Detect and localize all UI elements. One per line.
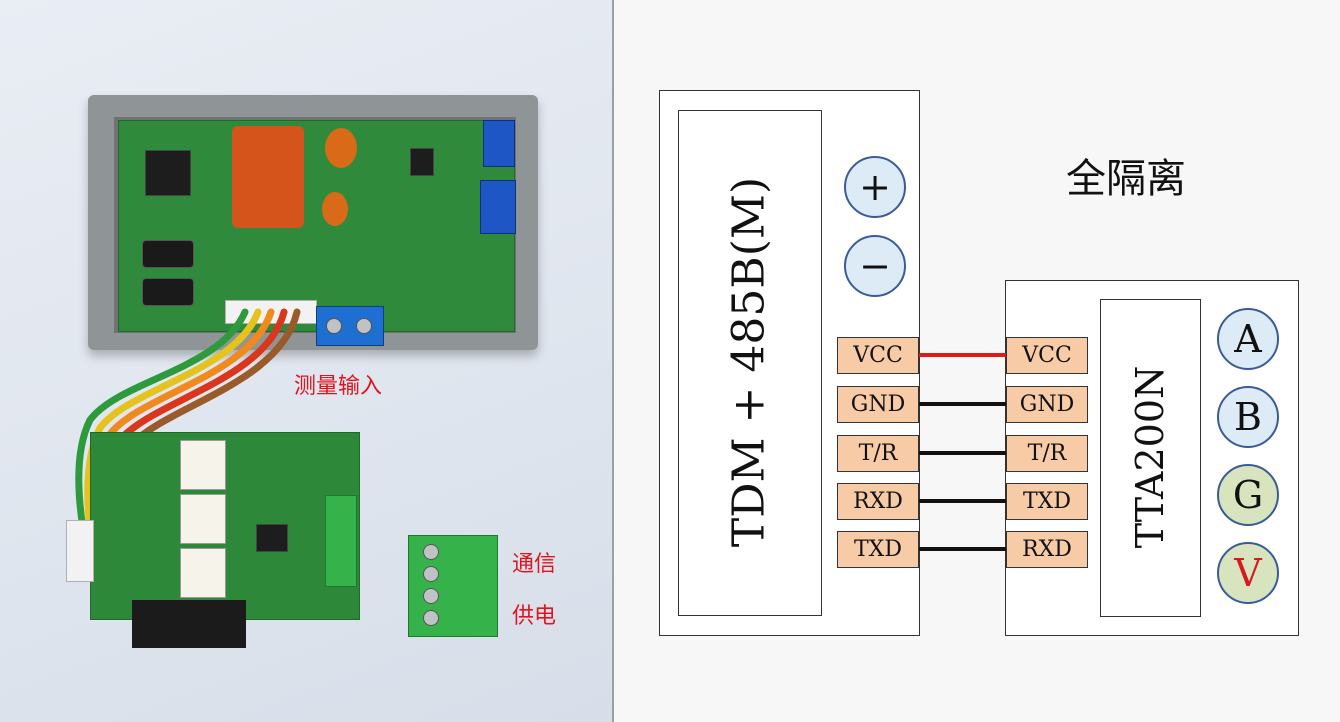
left-pin-gnd: GND bbox=[837, 386, 919, 423]
right-module-name-box bbox=[1100, 299, 1201, 617]
ic-chip bbox=[410, 148, 434, 176]
right-pin-tr: T/R bbox=[1006, 435, 1088, 472]
indicator-a: A bbox=[1217, 308, 1279, 370]
left-pin-txd: TXD bbox=[837, 531, 919, 568]
indicator-b: B bbox=[1217, 386, 1279, 448]
label-measure-input: 测量输入 bbox=[294, 374, 383, 399]
panel-divider bbox=[612, 0, 614, 722]
capacitor bbox=[325, 128, 357, 168]
left-pin-rxd: RXD bbox=[837, 483, 919, 520]
right-pin-txd: TXD bbox=[1006, 483, 1088, 520]
green-terminal-block bbox=[408, 535, 498, 637]
optocoupler bbox=[180, 440, 226, 490]
left-pin-tr: T/R bbox=[837, 435, 919, 472]
label-comm: 通信 bbox=[512, 552, 557, 577]
blue-terminal-block bbox=[316, 306, 384, 346]
bottom-connector bbox=[132, 600, 246, 648]
film-capacitor bbox=[232, 126, 304, 228]
product-photo: 测量输入 通信 供电 bbox=[0, 0, 612, 722]
power-plus-circle: + bbox=[844, 156, 906, 218]
left-pin-vcc: VCC bbox=[837, 337, 919, 374]
plus-icon: + bbox=[859, 165, 891, 209]
green-terminal-on-board bbox=[325, 495, 357, 587]
left-module-name-box bbox=[678, 110, 822, 616]
isolation-title: 全隔离 bbox=[1066, 156, 1186, 202]
electrolytic-capacitor bbox=[142, 278, 194, 306]
optocoupler bbox=[180, 494, 226, 544]
trim-potentiometer bbox=[483, 120, 515, 167]
label-power: 供电 bbox=[512, 604, 557, 629]
wire-connector bbox=[66, 520, 94, 582]
electrolytic-capacitor bbox=[142, 240, 194, 268]
rs485-transceiver-chip bbox=[256, 524, 288, 552]
right-pin-vcc: VCC bbox=[1006, 337, 1088, 374]
right-module-name: TTA200N bbox=[1128, 365, 1172, 549]
minus-icon: − bbox=[859, 244, 891, 288]
capacitor bbox=[322, 192, 348, 226]
right-pin-rxd: RXD bbox=[1006, 531, 1088, 568]
power-minus-circle: − bbox=[844, 235, 906, 297]
trim-potentiometer bbox=[480, 180, 516, 234]
optocoupler bbox=[180, 548, 226, 598]
indicator-v: V bbox=[1217, 542, 1279, 604]
right-pin-gnd: GND bbox=[1006, 386, 1088, 423]
indicator-g: G bbox=[1217, 464, 1279, 526]
mcu-chip bbox=[145, 150, 191, 196]
left-module-name: TDM + 485B(M) bbox=[723, 176, 775, 548]
